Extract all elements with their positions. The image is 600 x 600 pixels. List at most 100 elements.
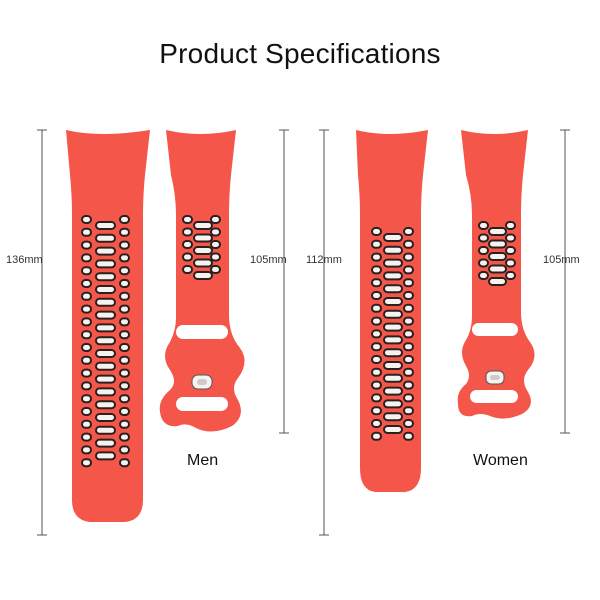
vent-hole — [505, 271, 516, 280]
vent-hole — [371, 303, 382, 313]
vent-hole — [210, 265, 221, 274]
women-label: Women — [473, 452, 528, 469]
vent-hole — [505, 221, 516, 230]
vent-hole — [403, 393, 414, 403]
vent-hole — [95, 451, 116, 461]
vent-hole — [210, 252, 221, 262]
vent-hole — [371, 329, 382, 339]
vent-hole — [119, 330, 130, 340]
vent-hole — [119, 458, 130, 468]
vent-hole — [403, 316, 414, 326]
vent-hole — [119, 304, 130, 314]
vent-hole — [182, 265, 193, 274]
vent-hole — [383, 412, 403, 422]
vent-hole — [403, 419, 414, 428]
vent-hole — [403, 342, 414, 352]
dimension-line-men-short — [279, 129, 289, 434]
vent-hole — [403, 227, 414, 236]
vent-hole — [119, 394, 130, 404]
vent-hole — [119, 355, 130, 365]
vent-hole — [119, 215, 130, 224]
vent-hole — [119, 240, 130, 250]
vent-hole — [371, 278, 382, 288]
vent-hole — [81, 432, 92, 442]
vent-hole — [81, 330, 92, 340]
vent-hole — [95, 233, 116, 243]
women-short-strap — [457, 130, 535, 419]
vent-hole — [488, 227, 507, 236]
vent-hole — [383, 233, 403, 242]
vent-hole — [383, 322, 403, 332]
vent-hole — [403, 329, 414, 339]
vent-hole — [403, 265, 414, 275]
vent-hole — [95, 400, 116, 410]
dimension-line-men-long — [37, 129, 47, 536]
vent-hole — [81, 343, 92, 352]
vent-hole — [193, 246, 213, 255]
vent-hole — [478, 233, 489, 243]
vent-hole — [95, 246, 116, 256]
vent-hole — [505, 246, 516, 255]
vent-hole — [371, 355, 382, 364]
vent-hole — [383, 399, 403, 409]
vent-hole — [95, 259, 116, 269]
vent-hole — [95, 336, 116, 346]
vent-hole — [403, 380, 414, 390]
vent-hole — [95, 425, 116, 435]
vent-hole — [371, 380, 382, 390]
vent-hole — [95, 349, 116, 358]
vent-hole — [119, 432, 130, 442]
vent-hole — [371, 367, 382, 377]
vent-hole — [81, 445, 92, 455]
vent-hole — [81, 240, 92, 250]
vent-hole — [371, 265, 382, 275]
vent-hole — [403, 367, 414, 377]
vent-hole — [81, 317, 92, 327]
vent-hole — [95, 297, 116, 307]
vent-hole — [478, 221, 489, 230]
vent-hole — [488, 264, 507, 274]
vent-hole — [383, 425, 403, 434]
vent-hole — [119, 368, 130, 378]
vent-hole — [383, 348, 403, 358]
women-short-strap-holes — [478, 221, 516, 286]
women-long-strap-length: 112mm — [306, 254, 342, 266]
vent-hole — [119, 253, 130, 263]
vent-hole — [383, 309, 403, 319]
vent-hole — [81, 291, 92, 301]
women-long-strap-holes — [371, 227, 414, 441]
vent-hole — [371, 291, 382, 300]
vent-hole — [403, 431, 414, 441]
vent-hole — [182, 227, 193, 237]
vent-hole — [81, 394, 92, 404]
vent-hole — [81, 227, 92, 237]
vent-hole — [193, 221, 213, 230]
vent-hole — [119, 381, 130, 391]
vent-hole — [95, 272, 116, 282]
vent-hole — [210, 240, 221, 249]
vent-hole — [193, 233, 213, 243]
vent-hole — [383, 373, 403, 383]
vent-hole — [119, 343, 130, 352]
vent-hole — [488, 252, 507, 261]
men-long-strap — [66, 130, 150, 522]
vent-hole — [371, 252, 382, 262]
vent-hole — [95, 361, 116, 371]
vent-hole — [81, 419, 92, 429]
vent-hole — [119, 227, 130, 237]
vent-hole — [119, 407, 130, 416]
vent-hole — [488, 239, 507, 249]
vent-hole — [403, 278, 414, 288]
vent-hole — [81, 266, 92, 276]
men-long-strap-length: 136mm — [6, 254, 43, 266]
men-short-strap-length: 105mm — [250, 254, 287, 266]
vent-hole — [371, 316, 382, 326]
vent-hole — [193, 271, 213, 280]
vent-hole — [182, 252, 193, 262]
vent-hole — [383, 284, 403, 294]
vent-hole — [95, 310, 116, 320]
vent-hole — [403, 303, 414, 313]
vent-hole — [182, 240, 193, 249]
vent-hole — [371, 419, 382, 428]
